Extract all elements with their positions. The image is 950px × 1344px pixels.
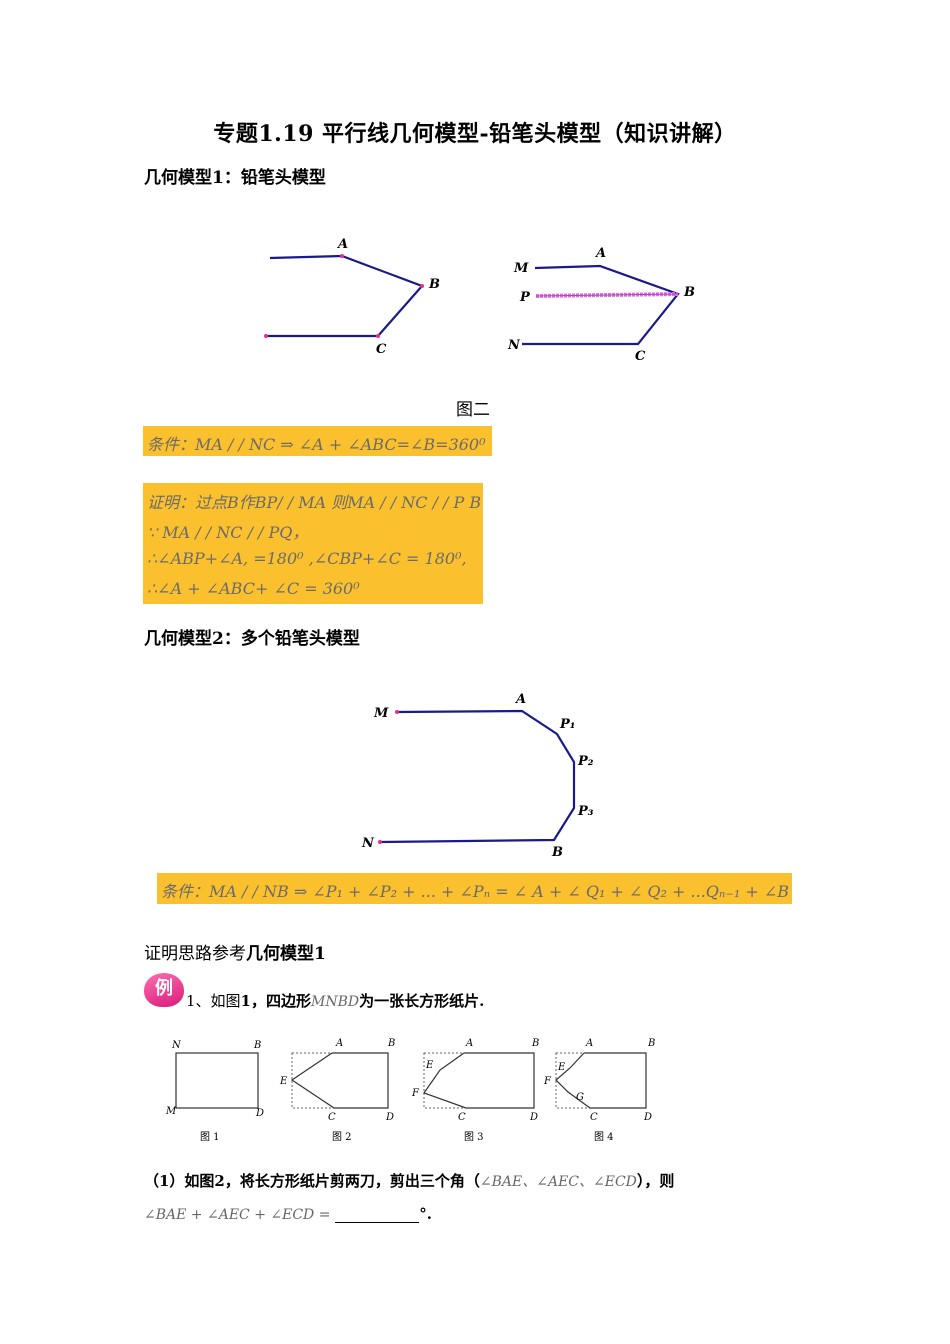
fig3-label-p3: P₃ [577, 804, 594, 819]
example-figures: N B M D 图 1 A B E C D 图 2 A B E F C D 图 [165, 1038, 655, 1143]
svg-text:C: C [458, 1112, 466, 1123]
svg-text:D: D [385, 1112, 394, 1123]
fig1-label-b: B [428, 277, 440, 292]
question-1-line-1: （1）如图2，将长方形纸片剪两刀，剪出三个角（∠BAE、∠AEC、∠ECD），则 [144, 1172, 675, 1190]
model2-condition-box: 条件：MA / / NB ⇒ ∠P₁ + ∠P₂ + ... + ∠Pₙ = ∠… [157, 873, 792, 904]
svg-text:图 2: 图 2 [332, 1131, 352, 1143]
svg-text:N: N [171, 1040, 182, 1051]
model1-condition: 条件：MA / / NC ⇒ ∠A + ∠ABC=∠B=360⁰ [147, 435, 486, 454]
fig2-label-p: P [519, 290, 531, 305]
model1-condition-box: 条件：MA / / NC ⇒ ∠A + ∠ABC=∠B=360⁰ [143, 426, 492, 456]
svg-text:F: F [543, 1076, 552, 1087]
svg-text:M: M [165, 1106, 177, 1117]
svg-text:B: B [253, 1040, 261, 1051]
svg-text:C: C [590, 1112, 598, 1123]
svg-text:图 3: 图 3 [464, 1131, 484, 1143]
fig3-label-p1: P₁ [559, 717, 575, 732]
fig3-label-n: N [361, 836, 375, 851]
proof-line-1: 证明：过点B作BP/ / MA 则MA / / NC / / P B [147, 493, 482, 512]
proof-line-4: ∴∠A + ∠ABC+ ∠C = 360⁰ [147, 579, 360, 598]
svg-text:A: A [465, 1038, 473, 1049]
fig2-label-m: M [513, 261, 529, 276]
proof-reference-prefix: 证明思路参考 [144, 944, 246, 964]
figure-caption: 图二 [456, 400, 490, 420]
model1-figures: A B C M A P B N C [264, 237, 695, 364]
proof-reference-bold: 几何模型1 [246, 944, 326, 964]
proof-reference: 证明思路参考几何模型1 [144, 939, 326, 964]
fig3-label-b: B [551, 845, 563, 860]
model1-heading: 几何模型1：铅笔头模型 [144, 168, 326, 188]
svg-text:E: E [279, 1076, 288, 1087]
svg-text:图 1: 图 1 [200, 1131, 220, 1143]
fig1-label-a: A [336, 237, 348, 252]
svg-text:A: A [335, 1038, 343, 1049]
fig3-label-p2: P₂ [577, 754, 594, 769]
svg-text:F: F [411, 1088, 420, 1099]
svg-text:图 4: 图 4 [594, 1131, 614, 1143]
model1-figure-1 [266, 254, 424, 338]
example-figure-4: A B E F G C D 图 4 [543, 1038, 655, 1143]
svg-text:B: B [531, 1038, 539, 1049]
example-intro: 1、如图1，四边形MNBD为一张长方形纸片. [186, 992, 485, 1010]
svg-text:D: D [529, 1112, 538, 1123]
page-title: 专题1.19 平行线几何模型-铅笔头模型（知识讲解） [213, 121, 737, 147]
svg-text:E: E [557, 1062, 566, 1073]
svg-text:D: D [255, 1108, 264, 1119]
svg-text:B: B [647, 1038, 655, 1049]
fig2-label-a: A [594, 246, 606, 261]
fig2-label-b: B [683, 285, 695, 300]
svg-text:A: A [585, 1038, 593, 1049]
svg-text:E: E [425, 1060, 434, 1071]
svg-text:B: B [387, 1038, 395, 1049]
proof-line-2: ∵ MA / / NC / / PQ， [147, 523, 309, 542]
fig2-label-c: C [635, 349, 646, 364]
example-badge: 例 [144, 973, 184, 1007]
svg-text:D: D [643, 1112, 652, 1123]
svg-text:G: G [576, 1092, 584, 1103]
model2-figure: M A P₁ P₂ P₃ N B [361, 692, 594, 860]
question-1-line-2: ∠BAE + ∠AEC + ∠ECD = °. [144, 1205, 432, 1223]
model2-condition: 条件：MA / / NB ⇒ ∠P₁ + ∠P₂ + ... + ∠Pₙ = ∠… [161, 882, 790, 901]
answer-blank[interactable] [335, 1208, 420, 1223]
fig1-label-c: C [376, 342, 387, 357]
fig3-label-a: A [514, 692, 526, 707]
svg-text:C: C [328, 1112, 336, 1123]
model1-proof-box: 证明：过点B作BP/ / MA 则MA / / NC / / P B ∵ MA … [143, 483, 483, 604]
model1-figure-2 [522, 264, 680, 346]
example-figure-2: A B E C D 图 2 [279, 1038, 395, 1143]
model2-heading: 几何模型2：多个铅笔头模型 [144, 629, 360, 649]
fig2-label-n: N [507, 338, 521, 353]
fig3-label-m: M [373, 706, 389, 721]
example-figure-3: A B E F C D 图 3 [411, 1038, 539, 1143]
example-figure-1: N B M D 图 1 [165, 1040, 264, 1143]
proof-line-3: ∴∠ABP+∠A, =180⁰ ,∠CBP+∠C = 180⁰, [147, 549, 467, 568]
